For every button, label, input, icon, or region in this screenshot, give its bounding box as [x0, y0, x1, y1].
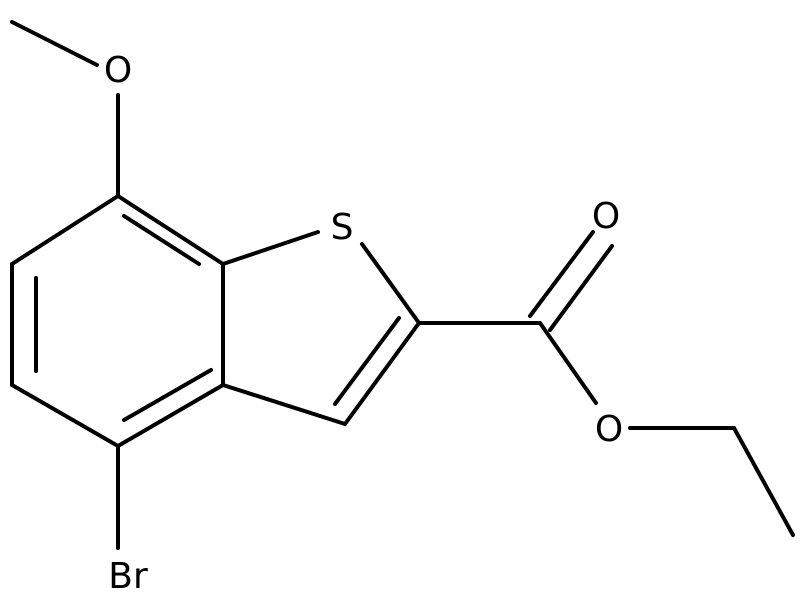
bond-c4-c3a-inner	[122, 368, 213, 422]
atom-label-o-ester: O	[595, 409, 623, 450]
atom-label-o-carbonyl: O	[592, 196, 620, 237]
bond-c-o-ester	[538, 321, 598, 405]
bond-c4-c3a	[116, 383, 225, 448]
bond-c7a-c7-inner	[122, 214, 201, 266]
atom-label-s: S	[331, 207, 354, 248]
bond-carbonyl-double-b	[548, 244, 614, 332]
bond-s-c2	[360, 242, 421, 325]
bond-ethyl-ch2-ch3	[732, 426, 795, 537]
atom-label-br: Br	[108, 556, 148, 597]
bond-c3-c3a	[221, 383, 347, 426]
bond-c7-c6	[10, 194, 120, 266]
bond-c7a-s	[221, 230, 320, 266]
atom-label-o-methoxy: O	[104, 50, 132, 91]
bond-c2-c3	[343, 321, 421, 426]
bond-carbonyl-double-a	[528, 230, 595, 318]
bond-methyl-o	[10, 20, 99, 67]
bond-c2-c3-inner	[333, 316, 401, 406]
bond-c5-c4	[10, 383, 120, 448]
bond-c7a-c7	[116, 194, 225, 266]
